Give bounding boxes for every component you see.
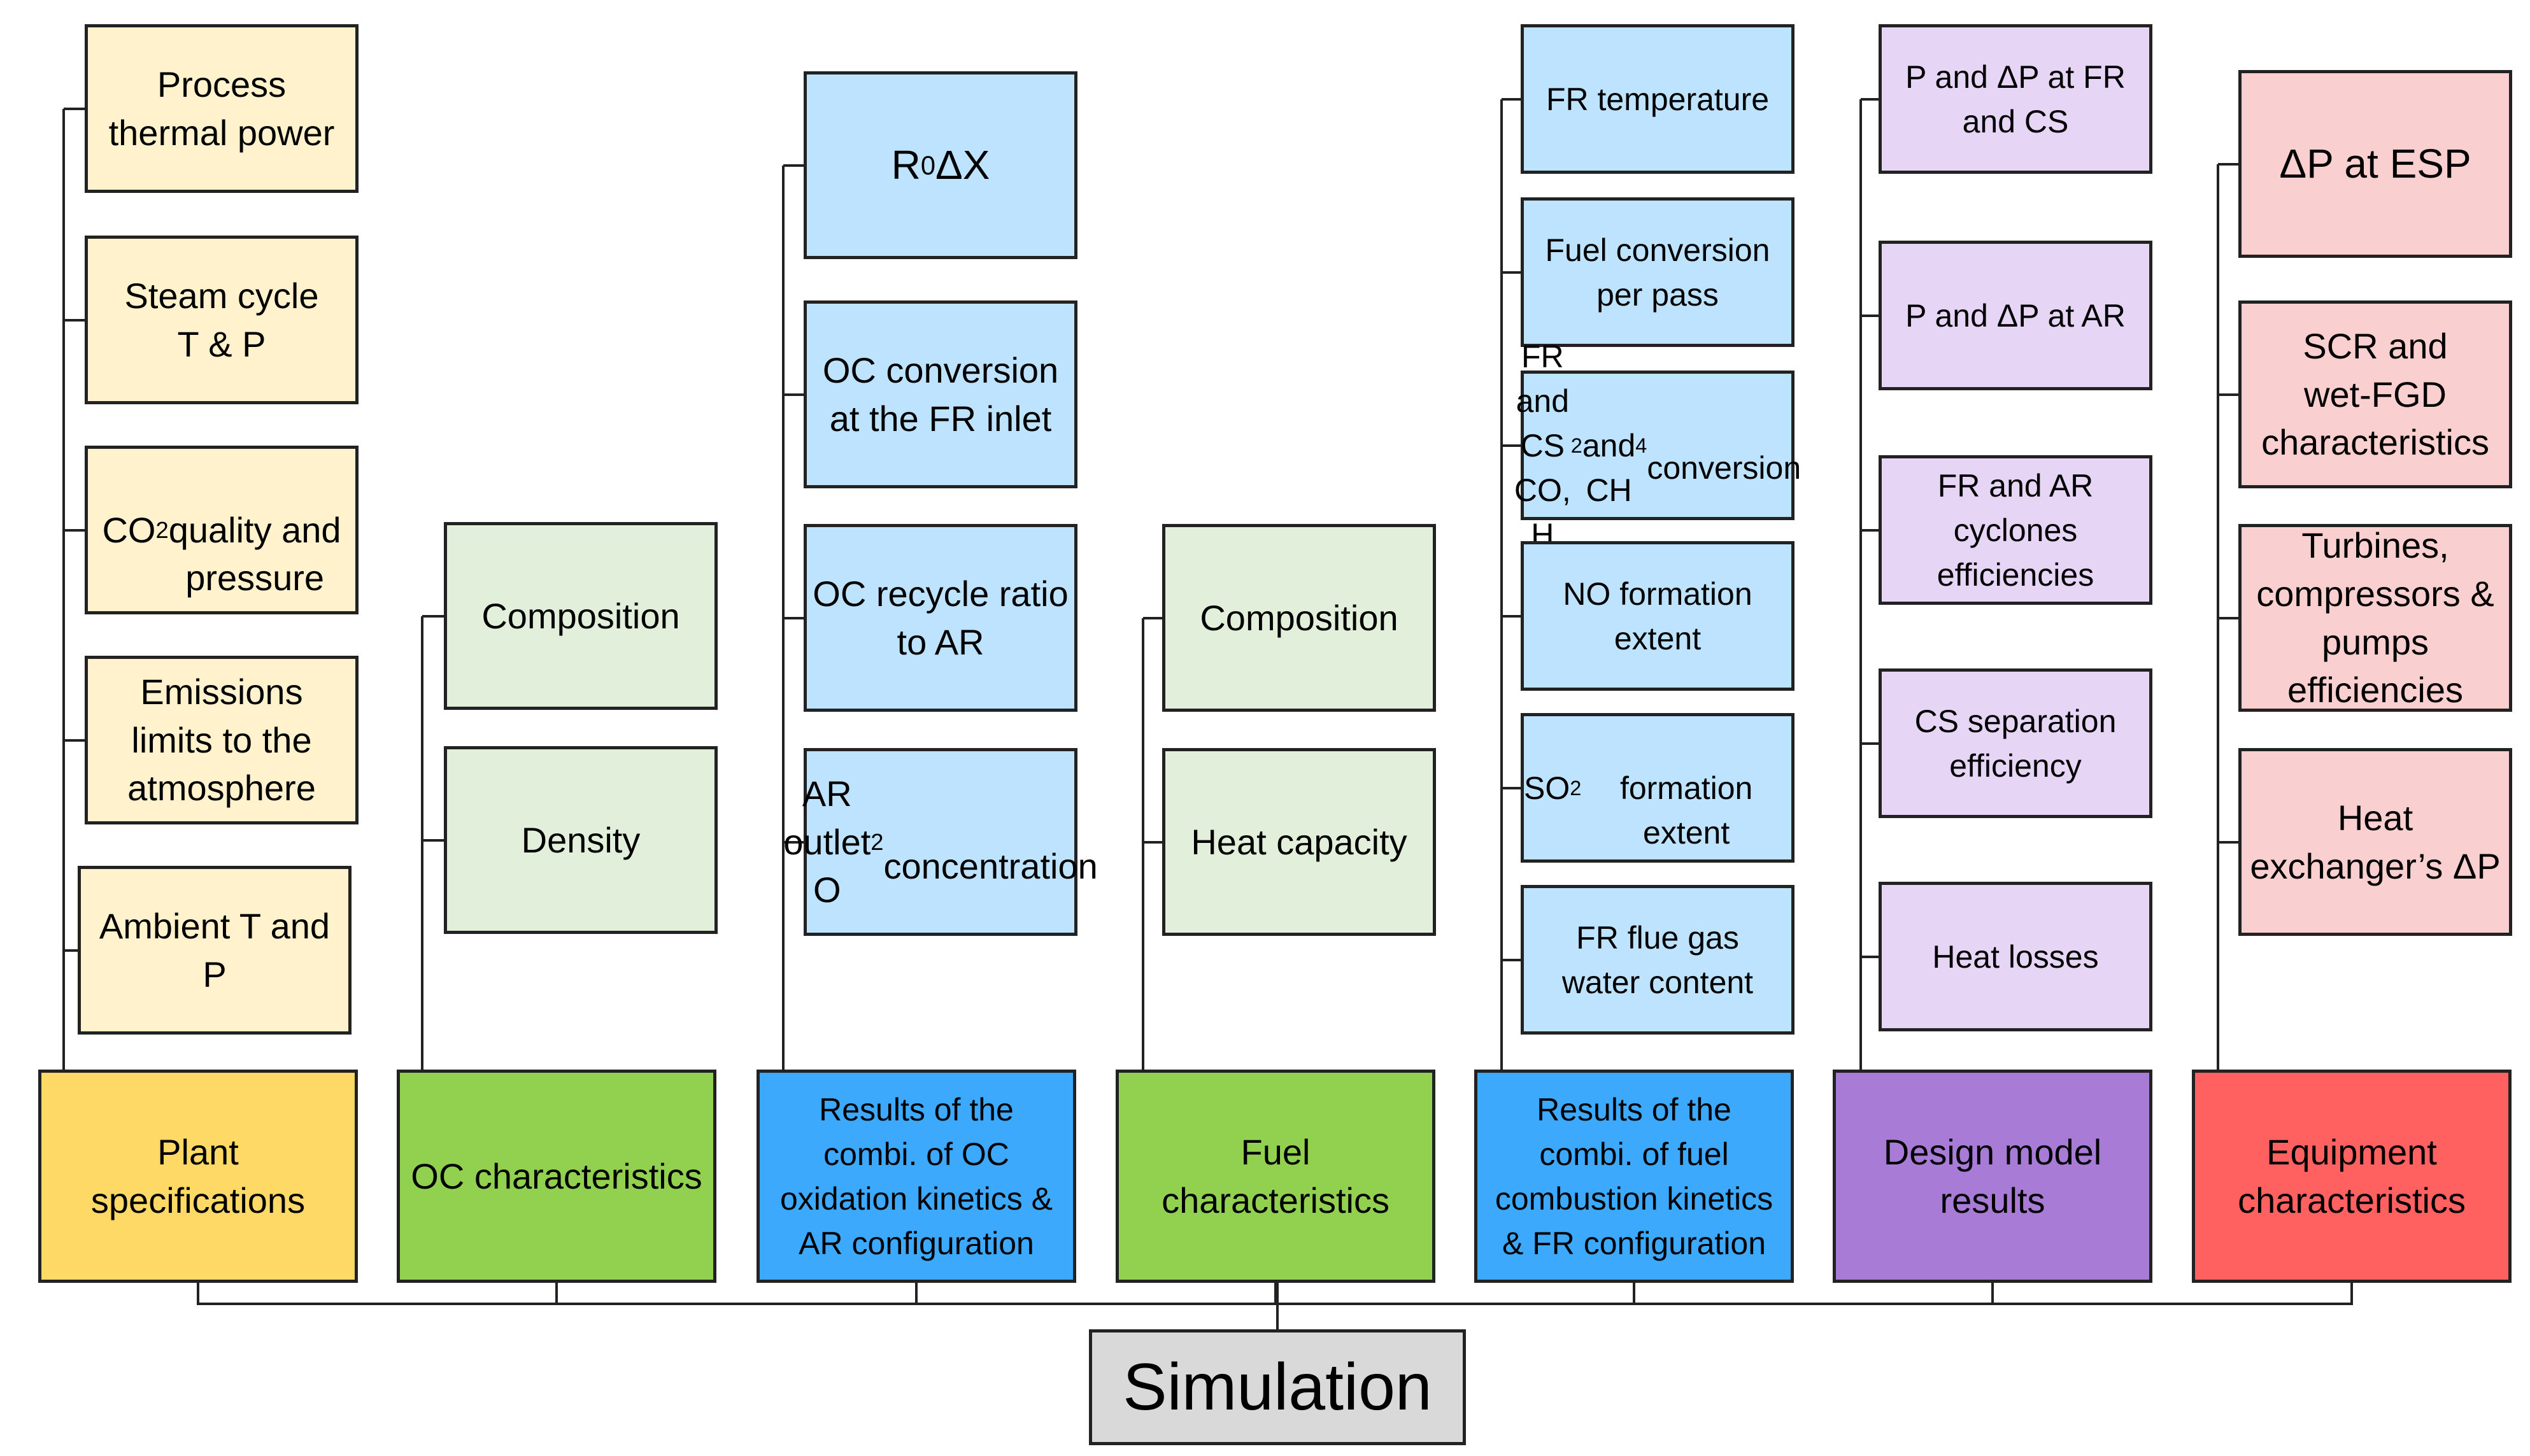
fr-branch-line <box>1502 97 1521 101</box>
oc-trunk-line <box>421 616 423 1070</box>
oc-item-box: Density <box>444 746 718 934</box>
plant-item-box: Ambient T and P <box>78 866 352 1035</box>
fr-branch-line <box>1502 614 1521 618</box>
oc-bus-connector <box>555 1283 558 1304</box>
equip-branch-line <box>2218 616 2238 619</box>
simulation-box: Simulation <box>1089 1329 1466 1445</box>
ar-bus-connector <box>915 1283 918 1304</box>
plant-bus-connector <box>197 1283 199 1304</box>
fuel-item-box: Composition <box>1162 524 1436 712</box>
fr-item-box: FR temperature <box>1521 24 1794 174</box>
plant-branch-line <box>64 107 85 110</box>
equip-item-box: Heat exchanger’s ΔP <box>2238 748 2512 936</box>
design-branch-line <box>1861 314 1879 317</box>
ar-branch-line <box>783 393 804 396</box>
plant-item-box: Steam cycle T & P <box>85 236 359 404</box>
fuel-trunk-line <box>1142 618 1144 1070</box>
fr-item-box: Fuel conversion per pass <box>1521 197 1794 347</box>
ar-branch-line <box>783 164 804 167</box>
plant-header-box: Plant specifications <box>38 1070 358 1283</box>
fuel-header-box: Fuel characteristics <box>1116 1070 1435 1283</box>
fr-header-box: Results of the combi. of fuel combustion… <box>1474 1070 1794 1283</box>
equip-header-box: Equipment characteristics <box>2192 1070 2512 1283</box>
fr-branch-line <box>1502 786 1521 789</box>
design-item-box: P and ΔP at AR <box>1879 241 2152 390</box>
fr-bus-connector <box>1633 1283 1635 1304</box>
equip-branch-line <box>2218 840 2238 844</box>
fr-branch-line <box>1502 444 1521 447</box>
plant-trunk-line <box>62 108 65 1070</box>
plant-branch-line <box>64 739 85 742</box>
fuel-branch-line <box>1143 840 1162 844</box>
design-branch-line <box>1861 955 1879 958</box>
design-header-box: Design model results <box>1833 1070 2152 1283</box>
fuel-bus-connector <box>1274 1283 1277 1304</box>
design-item-box: Heat losses <box>1879 882 2152 1031</box>
fr-branch-line <box>1502 958 1521 961</box>
simulation-connector <box>1276 1283 1279 1329</box>
design-branch-line <box>1861 742 1879 745</box>
fr-item-box: FR flue gas water content <box>1521 885 1794 1035</box>
design-bus-connector <box>1991 1283 1994 1304</box>
fr-item-box: NO formation extent <box>1521 541 1794 691</box>
fr-trunk-line <box>1500 99 1503 1070</box>
design-item-box: P and ΔP at FR and CS <box>1879 24 2152 174</box>
oc-header-box: OC characteristics <box>397 1070 716 1283</box>
design-trunk-line <box>1859 99 1862 1070</box>
design-item-box: CS separation efficiency <box>1879 668 2152 818</box>
equip-item-box: ΔP at ESP <box>2238 70 2512 258</box>
plant-branch-line <box>64 318 85 322</box>
oc-branch-line <box>422 838 444 842</box>
ar-branch-line <box>783 840 804 844</box>
plant-branch-line <box>64 528 85 532</box>
design-item-box: FR and AR cyclones efficiencies <box>1879 455 2152 605</box>
bus-line <box>197 1303 2353 1305</box>
ar-item-box: OC conversion at the FR inlet <box>804 300 1077 488</box>
equip-item-box: Turbines, compressors & pumps efficienci… <box>2238 524 2512 712</box>
equip-branch-line <box>2218 393 2238 396</box>
fuel-item-box: Heat capacity <box>1162 748 1436 936</box>
equip-branch-line <box>2218 162 2238 166</box>
equip-bus-connector <box>2350 1283 2353 1304</box>
equip-item-box: SCR and wet-FGD characteristics <box>2238 300 2512 488</box>
oc-item-box: Composition <box>444 522 718 710</box>
plant-item-box: Emissions limits to the atmosphere <box>85 656 359 824</box>
design-branch-line <box>1861 97 1879 101</box>
oc-branch-line <box>422 614 444 618</box>
fr-branch-line <box>1502 271 1521 274</box>
plant-branch-line <box>64 949 78 952</box>
ar-header-box: Results of the combi. of OC oxidation ki… <box>757 1070 1076 1283</box>
ar-item-box: OC recycle ratio to AR <box>804 524 1077 712</box>
ar-branch-line <box>783 616 804 619</box>
design-branch-line <box>1861 528 1879 532</box>
plant-item-box: Process thermal power <box>85 24 359 193</box>
fuel-branch-line <box>1143 616 1162 619</box>
